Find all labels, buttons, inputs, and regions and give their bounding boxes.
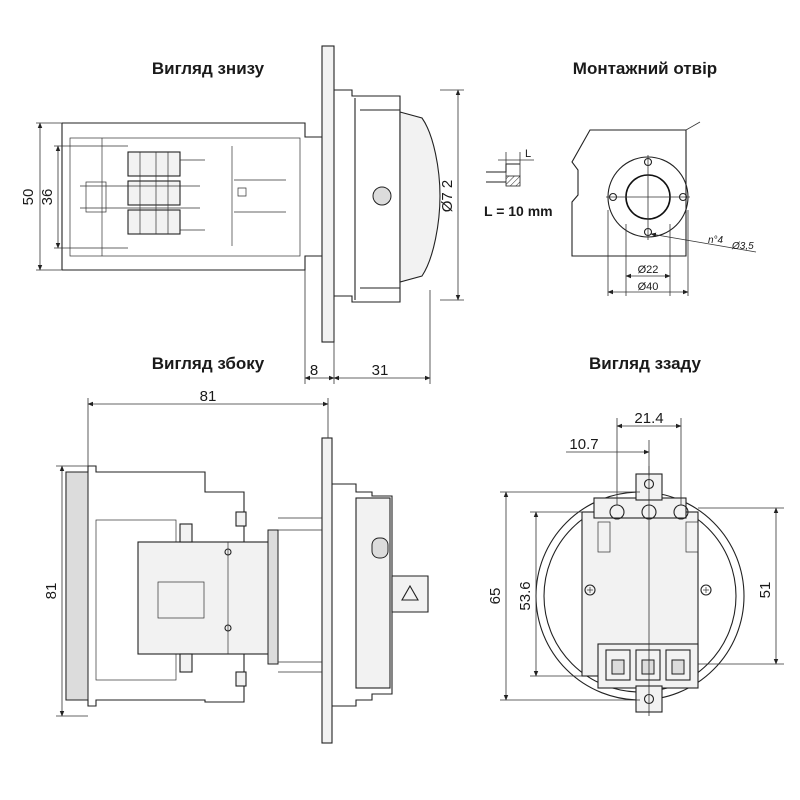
bottom-view-title: Вигляд знизу xyxy=(152,59,265,78)
mounting-panel-outline xyxy=(571,129,687,257)
rear-dim-outer-height: 65 xyxy=(487,588,504,605)
bottom-dim-inner-height: 36 xyxy=(39,189,56,206)
panel-thickness-value: L = 10 mm xyxy=(484,203,553,219)
bottom-terminal-2 xyxy=(127,180,181,206)
bottom-button xyxy=(372,186,392,206)
bottom-terminal-3 xyxy=(127,209,181,235)
panel-thickness-label: L xyxy=(525,148,531,160)
rear-screw-left xyxy=(584,584,596,596)
rear-dim-width: 51 xyxy=(757,582,774,599)
panel-thickness-note: L L = 10 mm xyxy=(484,148,553,219)
side-dim-height: 81 xyxy=(43,583,60,600)
bottom-dim-front-depth: 31 xyxy=(372,362,389,379)
side-view-title: Вигляд збоку xyxy=(152,354,265,373)
mounting-hole-view: n°4 Ø3,5 Ø22 Ø40 xyxy=(571,121,757,296)
bottom-terminal-1 xyxy=(127,151,181,177)
bottom-housing xyxy=(61,122,322,271)
rear-view: 21.4 10.7 65 53.6 51 xyxy=(487,410,784,716)
rear-dim-inner-height: 53.6 xyxy=(517,581,534,610)
side-flange xyxy=(321,437,333,744)
bottom-front-cap xyxy=(399,111,441,283)
bottom-view: 50 36 Ø7 2 8 31 xyxy=(20,45,464,384)
mounting-screw-count: n°4 xyxy=(708,235,724,246)
side-button xyxy=(371,537,389,559)
bottom-dim-diameter: Ø7 2 xyxy=(439,180,456,213)
bottom-dim-outer-height: 50 xyxy=(20,189,37,206)
bottom-dim-flange-depth: 8 xyxy=(310,362,318,379)
rear-top-bracket xyxy=(593,497,687,519)
mounting-hole-title: Монтажний отвір xyxy=(573,59,717,78)
mounting-dim-inner: Ø22 xyxy=(638,264,659,276)
rear-dim-pitch-large: 21.4 xyxy=(634,410,663,427)
mounting-dim-outer: Ø40 xyxy=(638,281,659,293)
bottom-flange xyxy=(321,45,335,343)
side-dim-length: 81 xyxy=(200,388,217,405)
side-view: 81 81 xyxy=(43,388,429,744)
side-housing xyxy=(65,465,245,707)
side-key-insert xyxy=(391,575,429,613)
side-contact-block xyxy=(137,541,275,655)
rear-screw-right xyxy=(700,584,712,596)
rear-dim-pitch-small: 10.7 xyxy=(569,436,598,453)
mounting-screw-diameter: Ø3,5 xyxy=(731,241,754,252)
rear-view-title: Вигляд ззаду xyxy=(589,354,702,373)
